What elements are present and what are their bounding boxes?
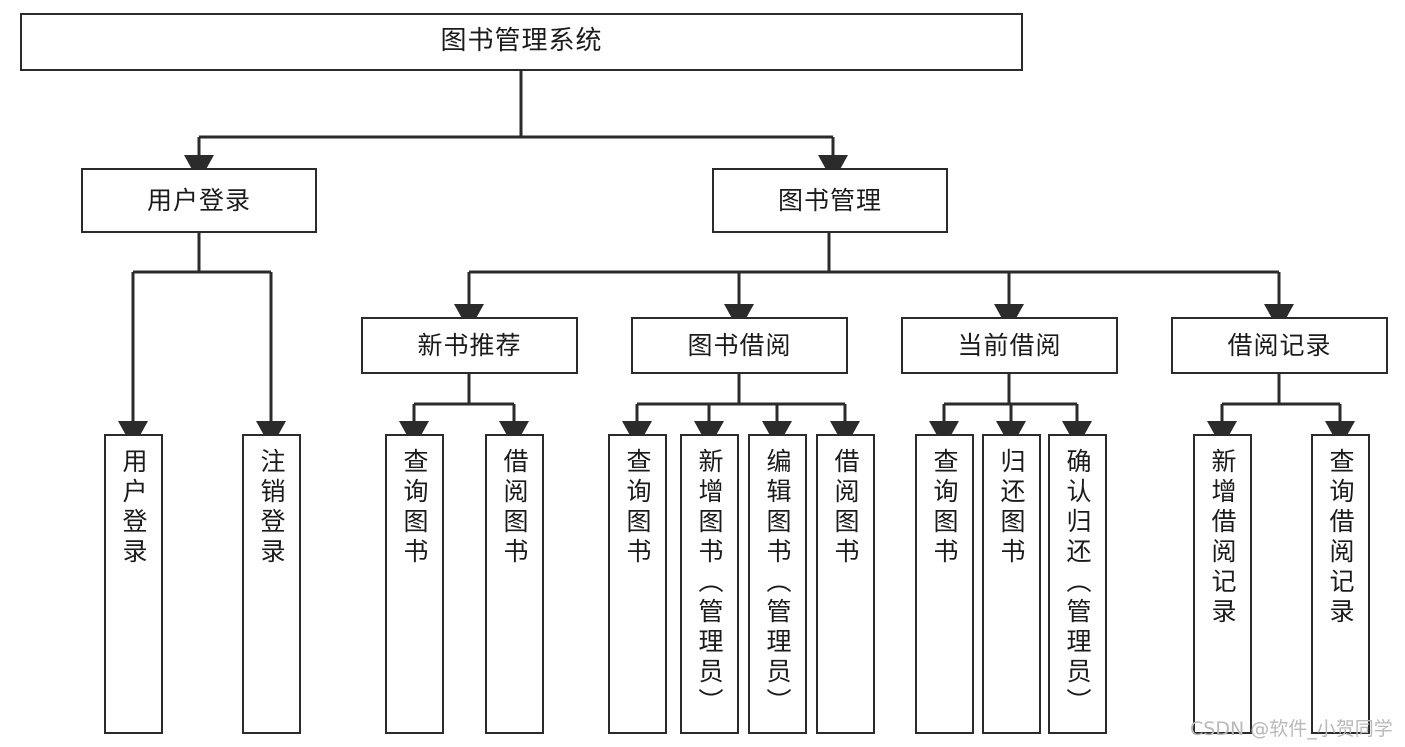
node-current-borrow[interactable]: 当前借阅: [901, 317, 1118, 374]
node-label: 用户登录: [119, 448, 148, 568]
node-label: 图书管理系统: [440, 26, 603, 57]
node-leaf-query-books-current[interactable]: 查询图书: [915, 434, 974, 734]
node-leaf-query-books-borrow[interactable]: 查询图书: [608, 434, 667, 734]
node-leaf-borrow-books-new[interactable]: 借阅图书: [485, 434, 544, 734]
node-root-system[interactable]: 图书管理系统: [20, 13, 1023, 71]
node-leaf-add-book-admin[interactable]: 新增图书（管理员）: [680, 434, 739, 734]
node-leaf-query-books-new[interactable]: 查询图书: [385, 434, 444, 734]
node-label: 当前借阅: [957, 330, 1062, 360]
node-label: 新增图书（管理员）: [695, 448, 724, 718]
node-book-management[interactable]: 图书管理: [712, 168, 948, 233]
node-label: 借阅图书: [831, 448, 860, 568]
node-label: 借阅图书: [500, 448, 529, 568]
node-label: 确认归还（管理员）: [1063, 448, 1092, 718]
node-label: 查询借阅记录: [1326, 448, 1355, 628]
node-label: 编辑图书（管理员）: [763, 448, 792, 718]
node-leaf-add-borrow-record[interactable]: 新增借阅记录: [1193, 434, 1252, 734]
node-label: 查询图书: [930, 448, 959, 568]
node-label: 新书推荐: [417, 330, 522, 360]
node-leaf-user-login[interactable]: 用户登录: [104, 434, 163, 734]
node-label: 图书借阅: [687, 330, 792, 360]
node-leaf-confirm-return-admin[interactable]: 确认归还（管理员）: [1048, 434, 1107, 734]
node-label: 图书管理: [777, 185, 882, 215]
node-label: 用户登录: [146, 185, 251, 215]
node-label: 查询图书: [400, 448, 429, 568]
node-leaf-user-logout[interactable]: 注销登录: [242, 434, 301, 734]
node-user-login[interactable]: 用户登录: [81, 168, 317, 233]
node-label: 归还图书: [997, 448, 1026, 568]
node-leaf-query-borrow-record[interactable]: 查询借阅记录: [1311, 434, 1370, 734]
node-leaf-edit-book-admin[interactable]: 编辑图书（管理员）: [748, 434, 807, 734]
node-label: 查询图书: [623, 448, 652, 568]
node-leaf-borrow-books[interactable]: 借阅图书: [816, 434, 875, 734]
node-label: 注销登录: [257, 448, 286, 568]
node-leaf-return-books[interactable]: 归还图书: [982, 434, 1041, 734]
node-book-borrow[interactable]: 图书借阅: [631, 317, 848, 374]
watermark-text: CSDN @软件_小贺同学: [1190, 718, 1393, 740]
node-label: 新增借阅记录: [1208, 448, 1237, 628]
node-borrow-records[interactable]: 借阅记录: [1171, 317, 1388, 374]
node-new-book-recommend[interactable]: 新书推荐: [361, 317, 578, 374]
node-label: 借阅记录: [1227, 330, 1332, 360]
